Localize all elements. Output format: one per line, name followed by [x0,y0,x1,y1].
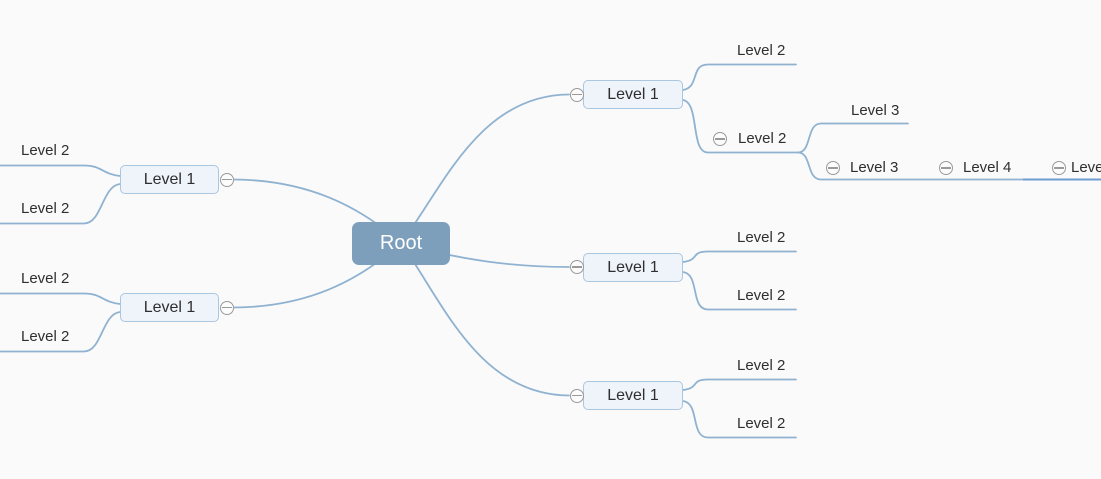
node-level1-left-top[interactable]: Level 1 [120,165,219,194]
node-level3[interactable]: Level 3 [850,159,899,176]
collapse-icon[interactable] [826,161,840,175]
node-level2[interactable]: Level 2 [737,42,786,59]
node-level1-left-bottom[interactable]: Level 1 [120,293,219,322]
node-level2[interactable]: Level 2 [21,270,70,287]
connector-line [400,242,570,397]
node-level1-right-top[interactable]: Level 1 [583,80,683,109]
collapse-icon[interactable] [569,260,584,274]
node-level2[interactable]: Level 2 [737,357,786,374]
connector-line [797,122,909,154]
connector-line [400,93,570,244]
node-level2[interactable]: Level 2 [737,415,786,432]
root-node[interactable]: Root [352,222,450,265]
node-level5-clipped[interactable]: Level 5 [1071,159,1101,176]
collapse-icon[interactable] [713,132,727,146]
node-level1-right-middle[interactable]: Level 1 [583,253,683,282]
connector-line [0,183,121,225]
collapse-icon[interactable] [219,300,234,315]
connector-line [682,63,797,91]
connector-line [682,378,797,391]
connector-line [0,164,121,177]
node-level2[interactable]: Level 2 [21,142,70,159]
node-level1-right-bottom[interactable]: Level 1 [583,381,683,410]
node-level4[interactable]: Level 4 [963,159,1012,176]
node-level2[interactable]: Level 2 [737,229,786,246]
collapse-icon[interactable] [219,172,234,187]
connector-line [797,151,1101,181]
connector-line [682,271,797,311]
collapse-icon[interactable] [1052,161,1066,175]
collapse-icon[interactable] [569,87,584,102]
collapse-icon[interactable] [939,161,953,175]
node-level2[interactable]: Level 2 [21,328,70,345]
connector-line [682,99,799,154]
node-level2[interactable]: Level 2 [738,130,787,147]
connector-line [0,311,121,353]
node-level2[interactable]: Level 2 [21,200,70,217]
connector-line [0,292,121,305]
connector-line [682,250,797,263]
connector-line [682,400,797,439]
collapse-icon[interactable] [569,388,584,403]
node-level2[interactable]: Level 2 [737,287,786,304]
node-level3[interactable]: Level 3 [851,102,900,119]
